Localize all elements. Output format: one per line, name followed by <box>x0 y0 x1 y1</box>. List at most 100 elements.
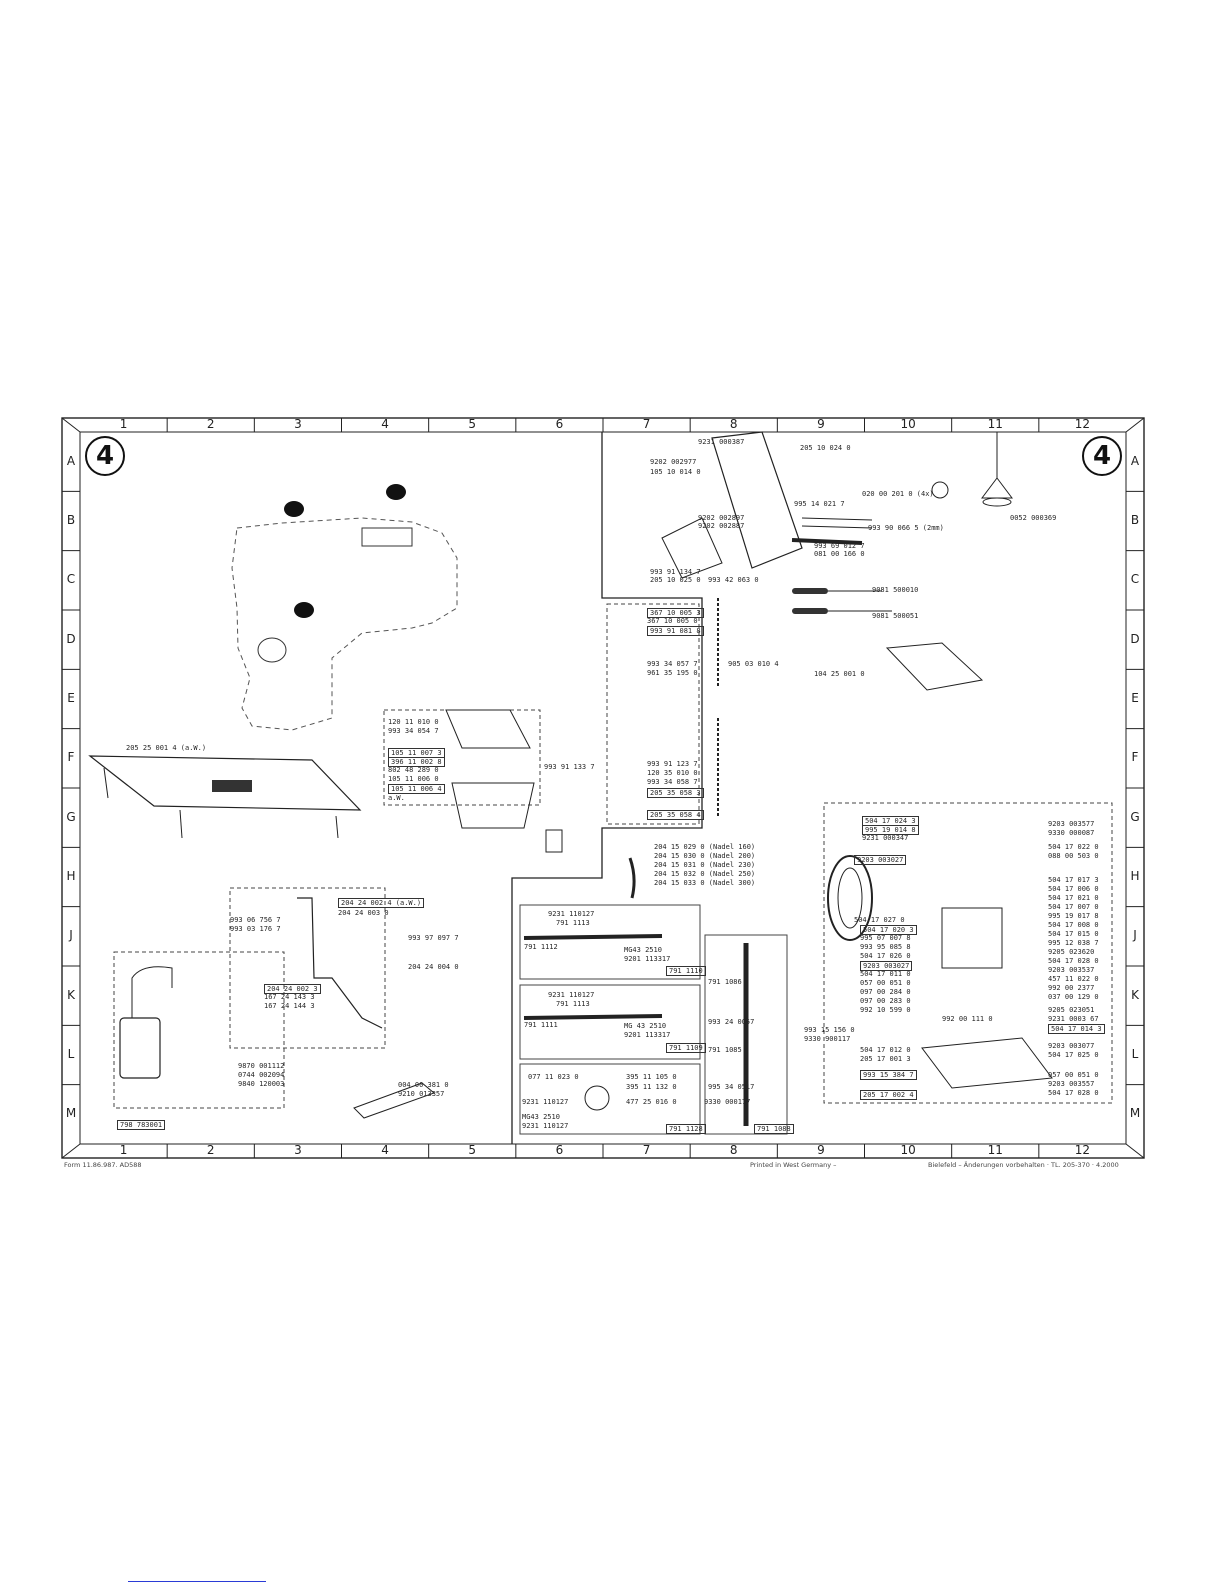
part-number-label: MG43 2510 <box>624 946 662 954</box>
part-number-label: 995 34 0517 <box>708 1083 755 1091</box>
column-label-top: 3 <box>294 417 302 431</box>
row-label-left: B <box>66 513 76 527</box>
part-number-label: 504 17 017 3 <box>1048 876 1099 884</box>
row-label-left: D <box>66 631 76 646</box>
row-label-left: G <box>66 809 76 824</box>
part-number-label: 9231 110127 <box>522 1122 569 1130</box>
column-label-bottom: 9 <box>817 1143 825 1157</box>
row-label-left: H <box>66 869 76 883</box>
part-number-label: 395 11 132 0 <box>626 1083 677 1091</box>
part-number-label: 457 11 022 0 <box>1048 975 1099 983</box>
part-number-label: 367 10 005 3 <box>647 608 704 619</box>
column-label-top: 7 <box>642 417 651 431</box>
column-label-top: 2 <box>206 417 215 431</box>
part-number-label: 057 00 051 0 <box>860 979 911 987</box>
part-number-label: 395 11 105 0 <box>626 1073 677 1081</box>
part-number-label: 9231 110127 <box>548 991 595 999</box>
column-label-top: 12 <box>1074 417 1091 431</box>
part-number-label: 992 10 599 0 <box>860 1006 911 1014</box>
column-label-bottom: 5 <box>468 1143 477 1157</box>
part-number-label: 097 00 284 0 <box>860 988 911 996</box>
part-number-label: 204 15 030 0 (Nadel 200) <box>654 852 756 860</box>
footer-right: Bielefeld – Änderungen vorbehalten · TL.… <box>928 1161 1119 1169</box>
footer-left: Form 11.86.987. AD588 <box>64 1161 142 1169</box>
part-number-label: 791 1088 <box>754 1124 794 1135</box>
row-label-left: L <box>67 1047 75 1061</box>
part-number-label: 993 91 133 7 <box>544 763 595 771</box>
row-label-left: C <box>66 572 76 587</box>
row-label-right: H <box>1130 869 1140 883</box>
part-number-label: 004 00 381 0 <box>398 1081 449 1089</box>
part-number-label: 995 12 038 7 <box>1048 939 1099 947</box>
row-label-right: B <box>1130 513 1140 527</box>
column-label-top: 5 <box>468 417 477 431</box>
part-number-label: 993 34 058 7 <box>647 778 698 786</box>
part-number-label: 205 10 024 0 <box>800 444 851 452</box>
sheet-number-left: 4 <box>85 436 125 476</box>
part-number-label: 791 1113 <box>556 919 590 927</box>
part-number-label: 0744 002094 <box>238 1071 285 1079</box>
part-number-label: 504 17 012 0 <box>860 1046 911 1054</box>
bottom-link-underline[interactable] <box>128 1581 266 1582</box>
part-number-label: 993 06 756 7 <box>230 916 281 924</box>
sheet-frame <box>61 417 1145 1159</box>
part-number-label: 504 17 007 0 <box>1048 903 1099 911</box>
row-label-right: G <box>1130 809 1140 824</box>
part-number-label: 791 1086 <box>708 978 742 986</box>
row-label-left: F <box>67 750 75 765</box>
row-label-right: K <box>1131 987 1139 1002</box>
footer-center: Printed in West Germany – <box>750 1161 837 1169</box>
part-number-label: 204 24 002 4 (a.W.) <box>338 898 425 909</box>
part-number-label: 504 17 028 0 <box>1048 957 1099 965</box>
part-number-label: 9202 002887 <box>698 522 745 530</box>
part-number-label: 057 00 051 0 <box>1048 1071 1099 1079</box>
part-number-label: 9231 000387 <box>698 438 745 446</box>
part-number-label: 9870 001112 <box>238 1062 285 1070</box>
part-number-label: 9210 013357 <box>398 1090 445 1098</box>
part-number-label: 9205 023051 <box>1048 1006 1095 1014</box>
part-number-label: 993 91 081 8 <box>647 626 704 637</box>
part-number-label: 9081 500010 <box>872 586 919 594</box>
part-number-label: 120 35 010 0 <box>647 769 698 777</box>
row-label-right: D <box>1130 631 1140 646</box>
part-number-label: 791 1113 <box>556 1000 590 1008</box>
part-number-label: 504 17 014 3 <box>1048 1024 1105 1035</box>
part-number-label: 9231 110127 <box>522 1098 569 1106</box>
part-number-label: 204 15 032 0 (Nadel 250) <box>654 870 756 878</box>
part-number-label: 088 00 503 0 <box>1048 852 1099 860</box>
part-number-label: 504 17 021 0 <box>1048 894 1099 902</box>
part-number-label: 204 24 002 3 <box>264 984 321 995</box>
part-number-label: 097 00 283 0 <box>860 997 911 1005</box>
part-number-label: 9203 003077 <box>1048 1042 1095 1050</box>
part-number-label: MG43 2510 <box>522 1113 560 1121</box>
part-number-label: 204 24 004 0 <box>408 963 459 971</box>
part-number-label: 791 1112 <box>524 943 558 951</box>
part-number-label: 504 17 006 0 <box>1048 885 1099 893</box>
part-number-label: 0052 000369 <box>1010 514 1057 522</box>
part-number-label: 205 25 001 4 (a.W.) <box>126 744 207 752</box>
part-number-label: 993 91 134 7 <box>650 568 701 576</box>
row-label-left: A <box>66 453 76 468</box>
part-number-label: 995 19 014 8 <box>862 825 919 836</box>
part-number-label: 961 35 195 0 <box>647 669 698 677</box>
part-number-label: 504 17 022 0 <box>1048 843 1099 851</box>
part-number-label: 993 91 123 7 <box>647 760 698 768</box>
part-number-label: 9840 120003 <box>238 1080 285 1088</box>
part-number-label: 9231 0003 67 <box>1048 1015 1099 1023</box>
column-label-bottom: 12 <box>1074 1143 1091 1157</box>
column-label-top: 11 <box>987 417 1003 431</box>
part-number-label: 504 17 028 0 <box>1048 1089 1099 1097</box>
part-number-label: 9201 113317 <box>624 955 671 963</box>
row-label-right: L <box>1131 1047 1139 1061</box>
column-label-bottom: 3 <box>294 1143 302 1157</box>
part-number-label: 167 24 144 3 <box>264 1002 315 1010</box>
part-number-label: 791 1128 <box>666 1124 706 1135</box>
part-number-label: 995 14 021 7 <box>794 500 845 508</box>
part-number-label: 204 15 031 0 (Nadel 230) <box>654 861 756 869</box>
part-number-label: 081 00 166 0 <box>814 550 865 558</box>
part-number-label: 995 19 017 8 <box>1048 912 1099 920</box>
part-number-label: MG 43 2510 <box>624 1022 667 1030</box>
row-label-left: K <box>67 987 75 1002</box>
part-number-label: 9203 003027 <box>860 961 913 972</box>
